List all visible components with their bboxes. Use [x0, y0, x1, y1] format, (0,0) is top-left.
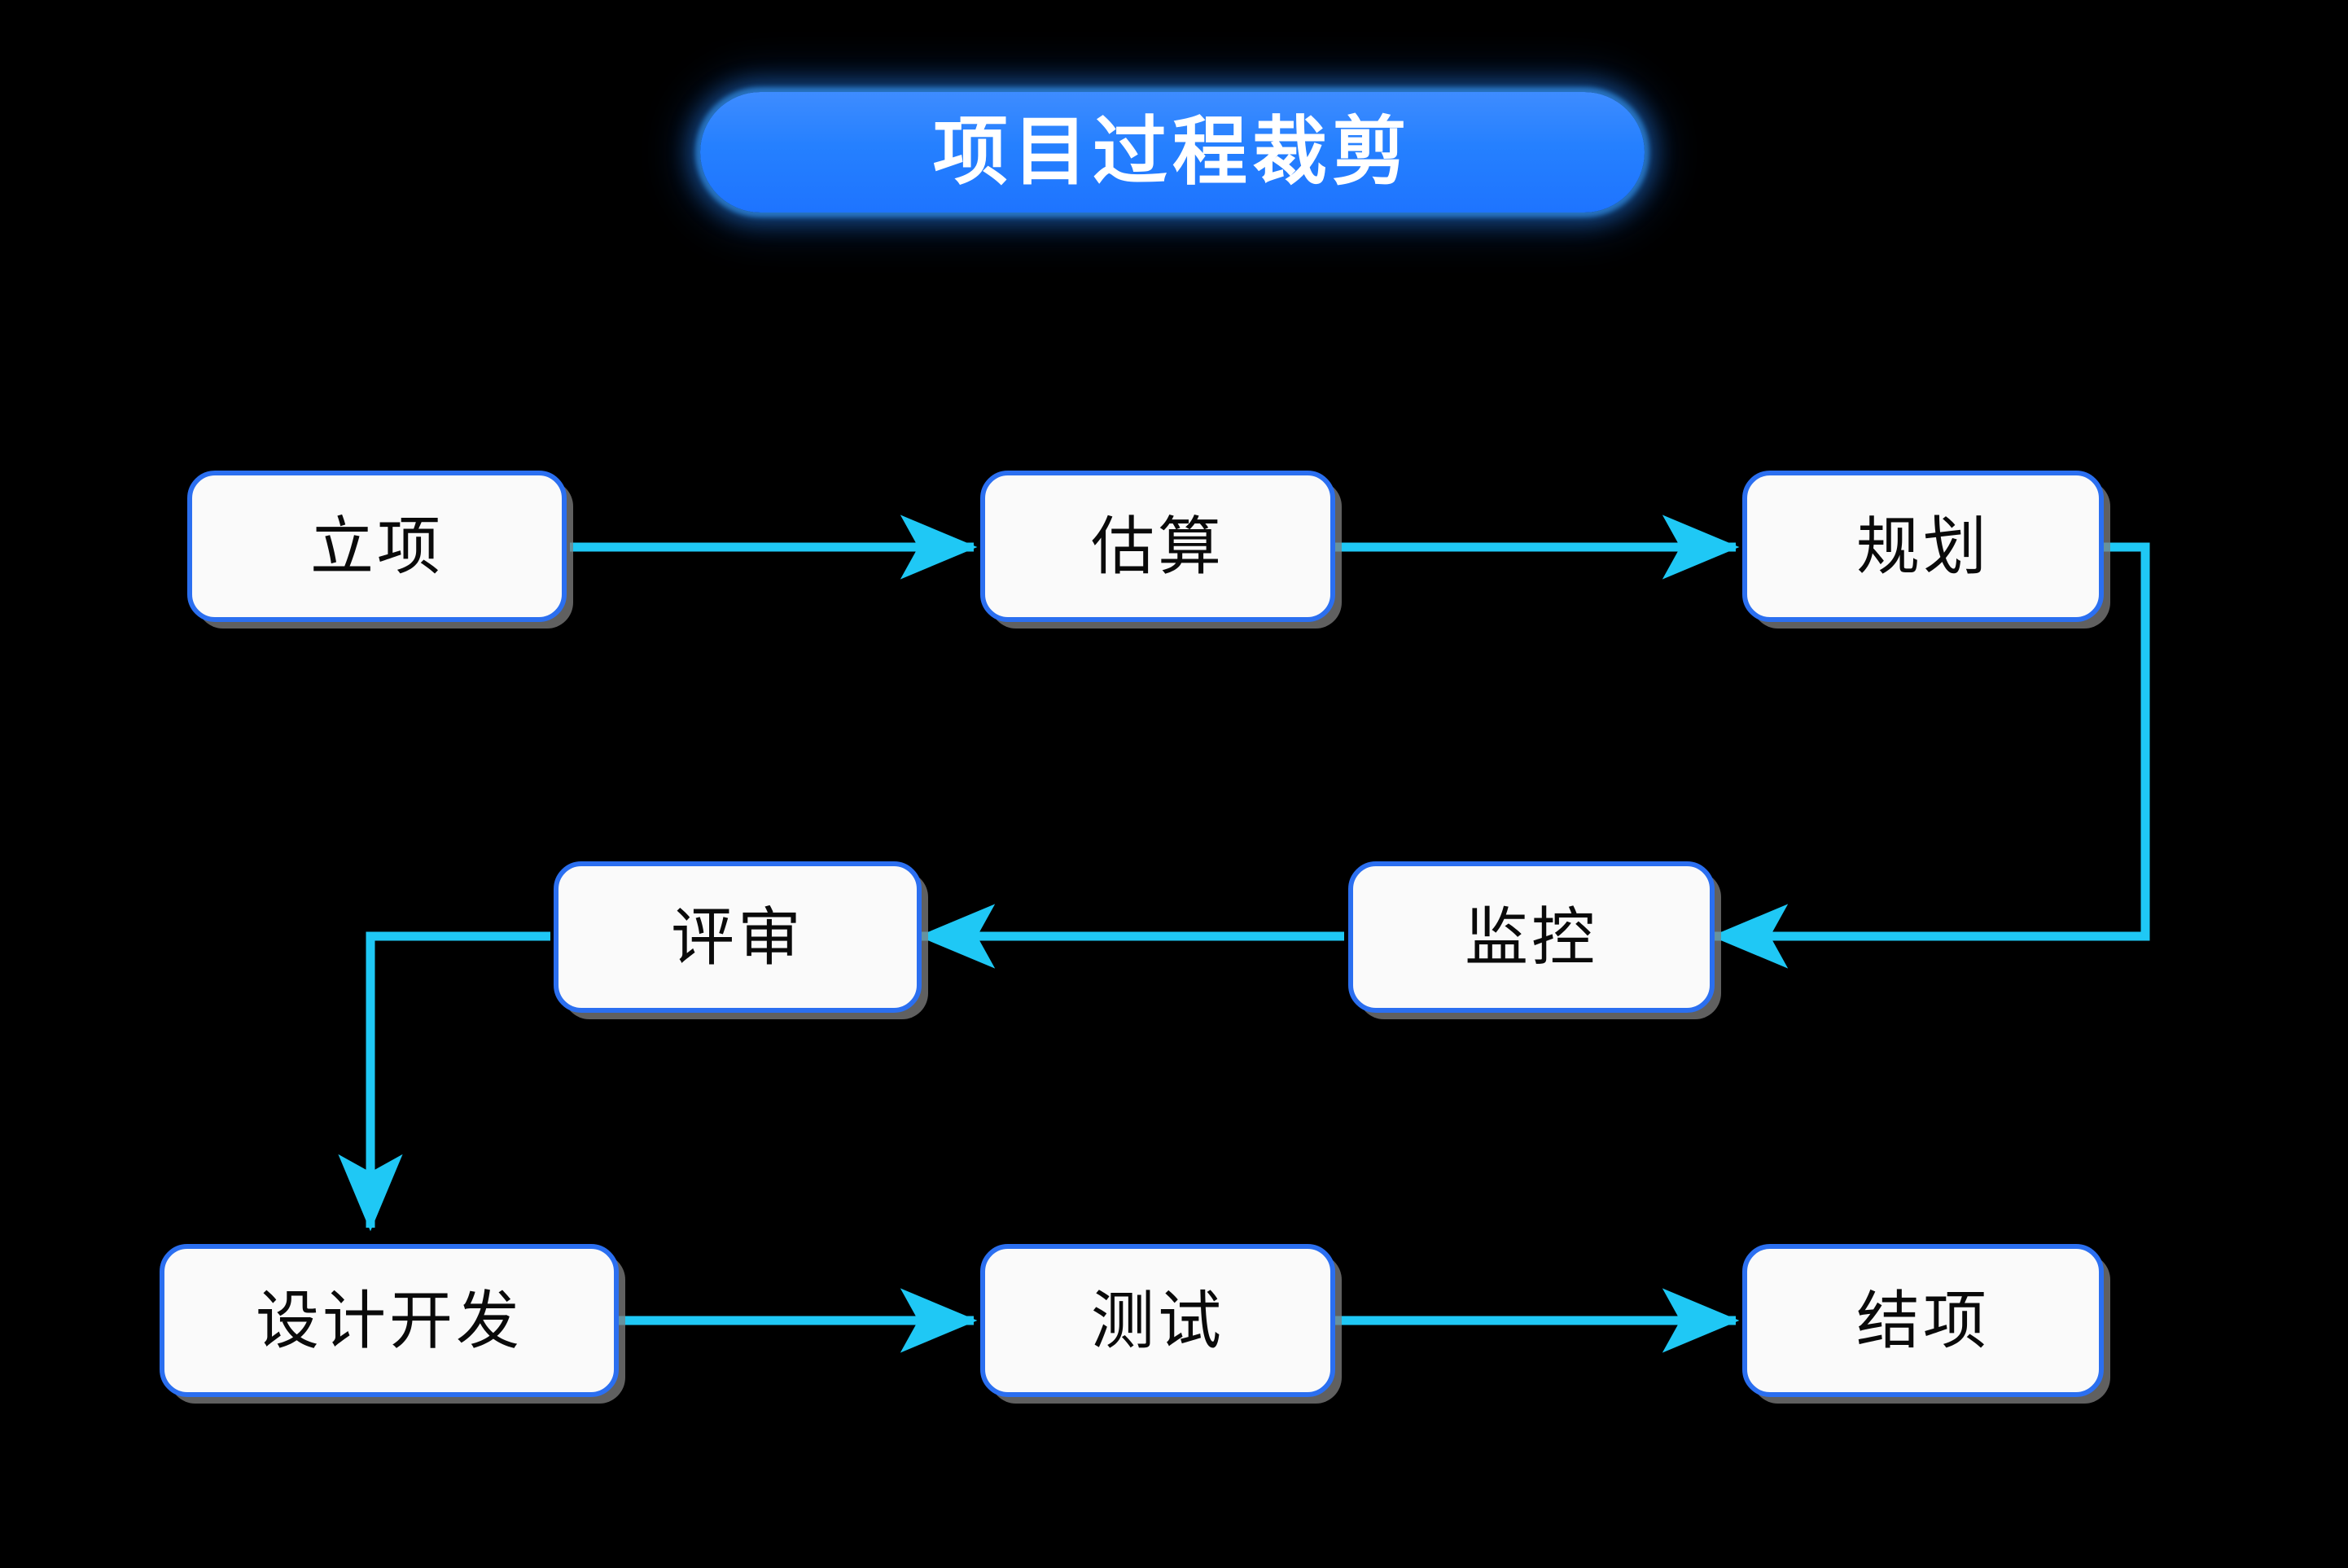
- flow-node-label: 测试: [1090, 1285, 1224, 1356]
- flow-node-ceshi[interactable]: 测试: [980, 1244, 1335, 1397]
- flow-node-label: 立项: [309, 510, 444, 582]
- flow-node-label: 结项: [1855, 1285, 1990, 1356]
- flow-node-jiankong[interactable]: 监控: [1348, 861, 1715, 1013]
- diagram-title-pill: 项目过程裁剪: [700, 92, 1645, 212]
- flow-node-gusuan[interactable]: 估算: [980, 471, 1335, 622]
- flow-node-shejikaifa[interactable]: 设计开发: [160, 1244, 619, 1397]
- flow-node-label: 设计开发: [255, 1285, 523, 1356]
- flow-node-label: 估算: [1090, 510, 1224, 582]
- diagram-title-text: 项目过程裁剪: [932, 111, 1412, 194]
- flow-node-label: 评审: [670, 901, 804, 973]
- flow-node-guihua[interactable]: 规划: [1742, 471, 2104, 622]
- flow-node-label: 规划: [1855, 510, 1990, 582]
- flow-node-pingshen[interactable]: 评审: [554, 861, 922, 1013]
- edge-pingshen-to-sheji: [338, 931, 550, 1232]
- flow-node-jiexiang[interactable]: 结项: [1742, 1244, 2104, 1397]
- flow-node-lixiang[interactable]: 立项: [187, 471, 567, 622]
- flow-node-label: 监控: [1464, 901, 1598, 973]
